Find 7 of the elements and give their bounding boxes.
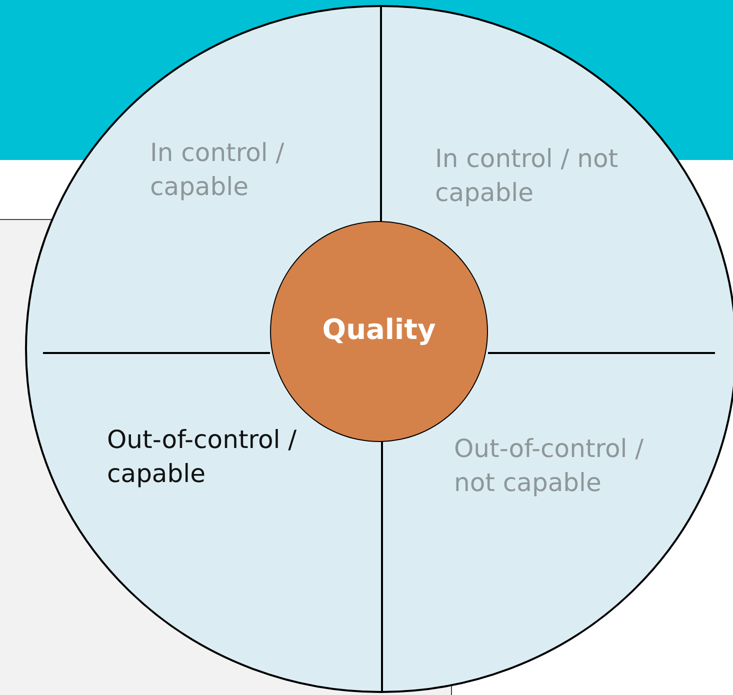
- center-label: Quality: [322, 313, 436, 346]
- quadrant-label: In control / not capable: [435, 143, 620, 209]
- quadrant-label: Out-of-control / not capable: [454, 433, 645, 499]
- quadrant-sector: [26, 349, 381, 692]
- quadrant-label: Out-of-control / capable: [107, 424, 298, 490]
- quadrant-sector: [381, 349, 733, 692]
- quadrant-label: In control / capable: [150, 137, 286, 203]
